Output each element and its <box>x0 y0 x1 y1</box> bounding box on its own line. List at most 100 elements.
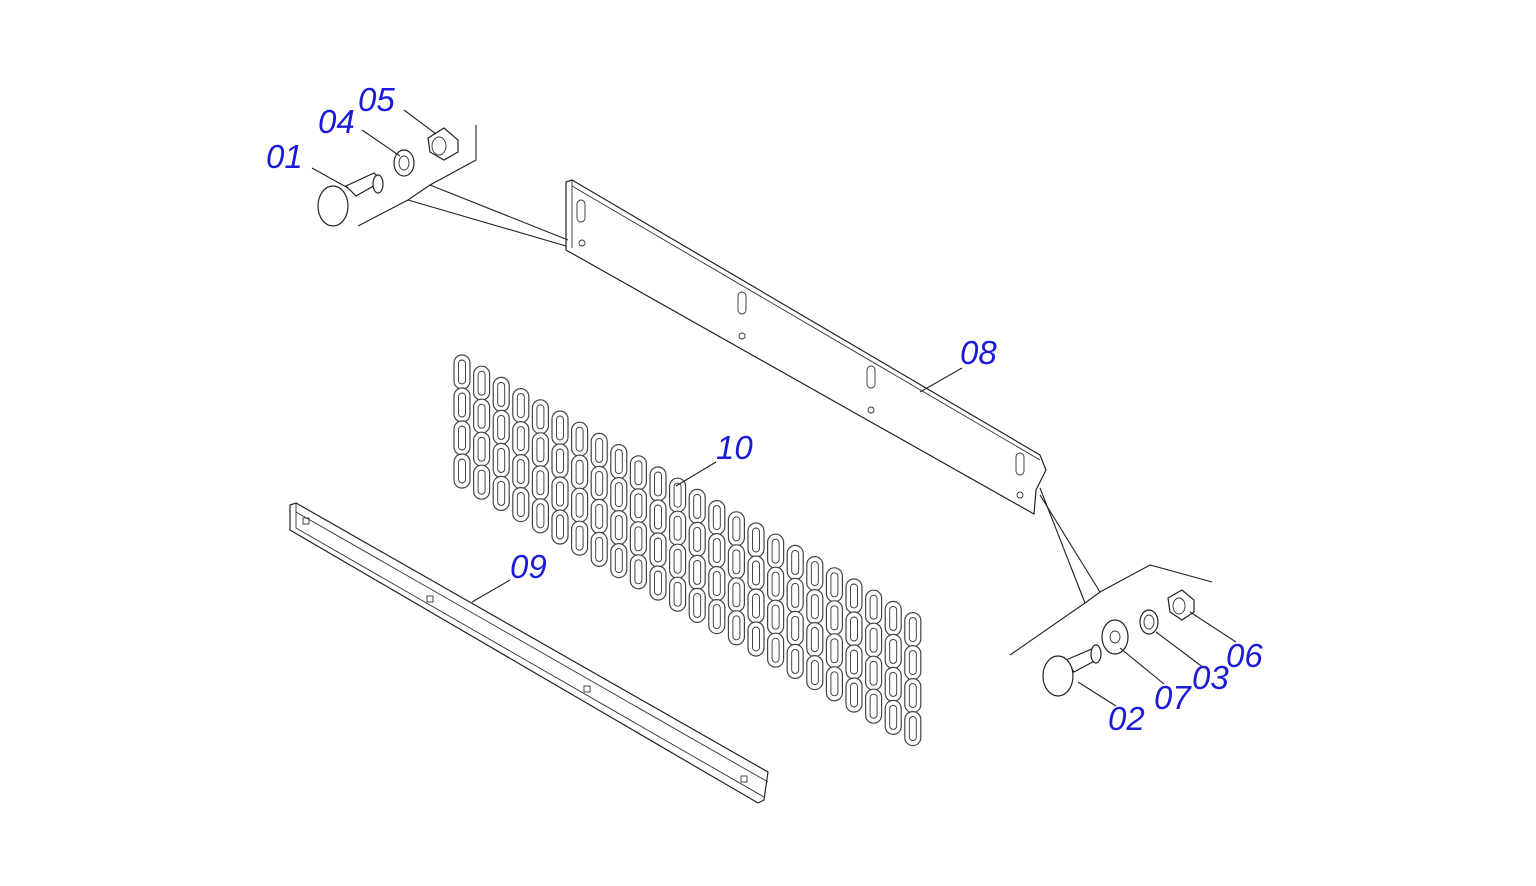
chain-link-inner <box>477 436 486 462</box>
chain-link-inner <box>869 660 878 686</box>
chain-link-inner <box>634 493 643 519</box>
chain-link-inner <box>654 570 662 596</box>
chain-link-inner <box>810 594 819 620</box>
chain-link-inner <box>908 617 917 643</box>
bracket-plate <box>565 179 1047 515</box>
chain-link-inner <box>673 548 682 574</box>
chain-link-inner <box>556 481 564 507</box>
chain-link-inner <box>869 594 878 620</box>
chain-link-inner <box>693 559 702 585</box>
chain-link-inner <box>654 471 662 497</box>
chain-link-inner <box>732 549 741 575</box>
chain-link-inner <box>752 527 760 553</box>
chain-link-inner <box>830 572 839 598</box>
chain-link-inner <box>771 637 780 663</box>
chain-link-inner <box>810 627 819 653</box>
chain-link-inner <box>732 582 741 608</box>
chain-link <box>904 710 922 747</box>
chain-link-inner <box>634 559 643 585</box>
chain-link-inner <box>693 526 702 552</box>
chain-link-inner <box>458 392 466 418</box>
chain-link <box>884 699 902 736</box>
chain-link-inner <box>575 459 584 485</box>
chain-link-inner <box>693 493 702 519</box>
chain-link-inner <box>791 582 800 608</box>
chain-link-inner <box>712 505 721 531</box>
angle-rail <box>289 502 769 804</box>
chain-link-inner <box>477 469 486 495</box>
carriage-bolt-left <box>317 172 384 227</box>
chain-link-inner <box>830 638 839 664</box>
lock-washer-left <box>393 149 415 177</box>
chain-link-inner <box>889 671 898 697</box>
chain-link-inner <box>712 538 721 564</box>
chain-link-inner <box>869 627 878 653</box>
chain-link-inner <box>850 682 858 708</box>
chain-link-inner <box>889 638 898 664</box>
chain-link <box>786 643 804 680</box>
chain-link-inner <box>595 536 604 562</box>
chain-link <box>649 565 667 601</box>
chain-link-inner <box>673 515 682 541</box>
chain-link <box>512 487 530 523</box>
chain-link-inner <box>673 482 682 508</box>
callout-02: 02 <box>1108 700 1145 737</box>
callout-04: 04 <box>318 103 355 140</box>
chain-link-inner <box>516 426 525 452</box>
chain-link-inner <box>536 404 545 430</box>
chain-link <box>806 654 824 691</box>
chain-link <box>551 509 569 545</box>
chain-link-inner <box>614 449 623 475</box>
chain-link-inner <box>810 561 819 587</box>
chain-link <box>610 542 628 579</box>
hex-nut-left <box>427 127 459 161</box>
chain-link-inner <box>516 393 525 419</box>
chain-link-inner <box>575 426 584 452</box>
chain-link-inner <box>830 671 839 697</box>
chain-link <box>492 475 510 511</box>
chain-link-inner <box>673 581 682 607</box>
left-fastener-group <box>317 125 569 247</box>
chain-link <box>864 688 883 724</box>
chain-link <box>747 621 765 657</box>
leader-lines <box>311 109 1237 707</box>
chain-link-inner <box>458 359 466 385</box>
chain-link <box>845 677 863 713</box>
callout-03: 03 <box>1192 659 1229 696</box>
chain-link <box>708 598 726 635</box>
chain-link-inner <box>556 415 564 441</box>
chain-link-inner <box>497 381 506 407</box>
chain-link-inner <box>771 538 780 564</box>
chain-link-inner <box>752 560 760 586</box>
chain-link-inner <box>850 616 858 642</box>
chain-link-inner <box>732 615 741 641</box>
chain-link-inner <box>771 604 780 630</box>
chain-link <box>453 453 471 489</box>
chain-link-inner <box>908 650 917 676</box>
carriage-bolt-right <box>1042 644 1102 697</box>
chain-link-inner <box>516 459 525 485</box>
callout-08: 08 <box>960 334 997 371</box>
chain-link-inner <box>497 480 506 506</box>
chain-link-inner <box>654 537 662 563</box>
chain-link <box>668 576 687 612</box>
chain-link-inner <box>536 437 545 463</box>
chain-link-inner <box>556 514 564 540</box>
chain-link-inner <box>732 516 741 542</box>
chain-link-inner <box>575 525 584 551</box>
chain-link-inner <box>752 626 760 652</box>
chain-link-inner <box>810 660 819 686</box>
chain-link-inner <box>889 704 898 730</box>
chain-link-inner <box>850 583 858 609</box>
chain-link-inner <box>477 403 486 429</box>
chain-link-inner <box>536 503 545 529</box>
chain-link <box>688 587 706 624</box>
chain-link-inner <box>556 448 564 474</box>
chain-link-inner <box>908 716 917 742</box>
chain-link-inner <box>712 571 721 597</box>
chain-link-inner <box>869 693 878 719</box>
chain-link-inner <box>595 437 604 463</box>
hex-nut-right <box>1167 589 1195 621</box>
chain-link-inner <box>791 549 800 575</box>
